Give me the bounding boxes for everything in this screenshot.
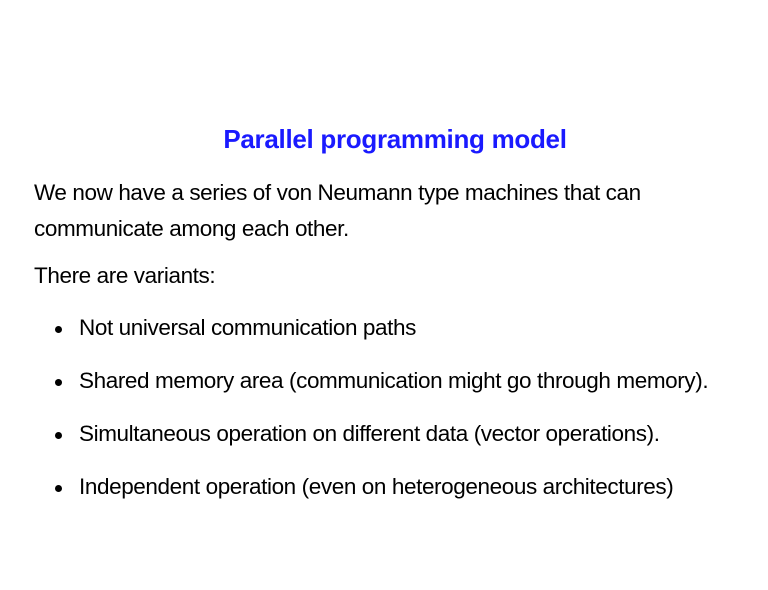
intro-paragraph-line-2: communicate among each other. (34, 216, 349, 241)
bullet-icon (55, 379, 62, 386)
list-item-text: Shared memory area (communication might … (79, 368, 709, 393)
bullet-icon (55, 326, 62, 333)
list-item-text: Simultaneous operation on different data… (79, 421, 660, 446)
variants-heading: There are variants: (34, 263, 216, 288)
slide-title: Parallel programming model (223, 124, 567, 154)
list-item-text: Not universal communication paths (79, 315, 416, 340)
bullet-icon (55, 432, 62, 439)
bullet-icon (55, 485, 62, 492)
list-item-text: Independent operation (even on heterogen… (79, 474, 674, 499)
intro-paragraph-line-1: We now have a series of von Neumann type… (34, 180, 641, 205)
